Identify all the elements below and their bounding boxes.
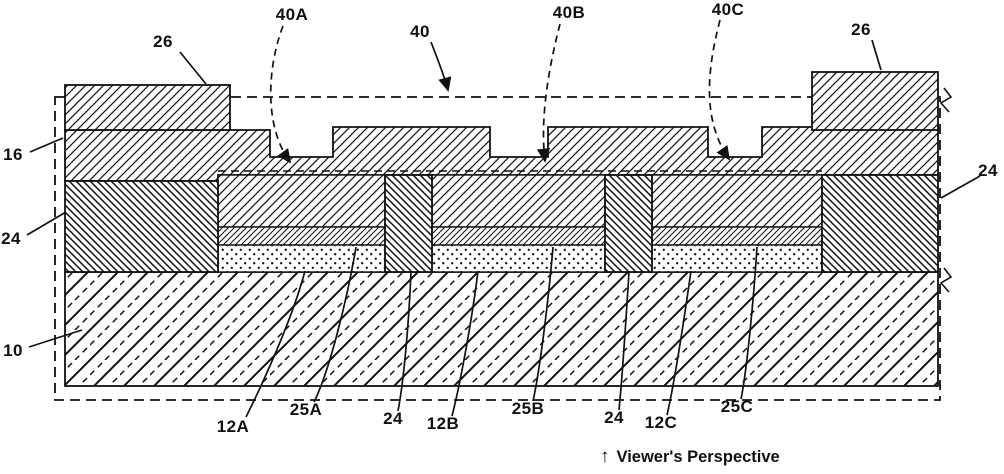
- recess-40a-region: [217, 174, 386, 228]
- leader-25b: [532, 246, 554, 402]
- block-24-left-region: [64, 180, 219, 273]
- via-24-mid1-region: [384, 174, 433, 273]
- block-26-left-region: [64, 84, 231, 131]
- leader-25c: [740, 246, 758, 400]
- label-26-left: 26: [153, 32, 173, 51]
- leader-40a: [269, 25, 292, 164]
- block-26-right-region: [811, 71, 939, 131]
- leader-lines: [26, 19, 981, 418]
- layer-16-region: [64, 126, 939, 182]
- strip-12a-region: [217, 244, 386, 273]
- label-40b: 40B: [552, 3, 586, 22]
- strip-12c-region: [651, 244, 823, 273]
- leader-24-mid2: [618, 271, 630, 411]
- caption-text: Viewer's Perspective: [616, 448, 780, 466]
- leader-12b: [451, 270, 479, 417]
- break-mark-bottom: [939, 267, 953, 293]
- leader-24-mid1: [397, 271, 412, 412]
- leader-24-left: [26, 211, 67, 236]
- label-40: 40: [410, 22, 430, 41]
- label-25b: 25B: [511, 399, 545, 418]
- leader-16: [29, 137, 64, 153]
- label-12c: 12C: [644, 413, 678, 432]
- label-24-left: 24: [1, 229, 21, 248]
- leader-26-left: [179, 51, 207, 85]
- leader-26-right: [871, 39, 882, 71]
- leader-12c: [666, 270, 692, 416]
- break-mark-top: [939, 87, 953, 113]
- recess-40c-region: [651, 174, 823, 228]
- label-10: 10: [3, 341, 23, 360]
- label-16: 16: [3, 145, 23, 164]
- block-24-right-region: [821, 174, 939, 273]
- strip-25c-region: [651, 226, 823, 246]
- viewer-perspective-caption: ↑ Viewer's Perspective: [600, 447, 780, 467]
- leader-10: [28, 329, 83, 348]
- label-40c: 40C: [711, 0, 745, 19]
- recess-40b-region: [431, 174, 606, 228]
- leader-40b: [536, 23, 561, 163]
- leader-24-right: [940, 175, 981, 199]
- label-40a: 40A: [275, 5, 309, 24]
- label-25a: 25A: [289, 400, 323, 419]
- strip-25a-region: [217, 226, 386, 246]
- outer-dashed-boundary: [54, 96, 941, 401]
- label-24-mid1: 24: [383, 409, 403, 428]
- label-26-right: 26: [851, 20, 871, 39]
- leader-12a: [245, 270, 306, 418]
- up-arrow-icon: ↑: [600, 446, 610, 467]
- leader-40c: [708, 19, 731, 161]
- label-24-right: 24: [978, 161, 998, 180]
- leader-25a: [313, 246, 357, 403]
- strip-25b-region: [431, 226, 606, 246]
- via-24-mid2-region: [604, 174, 653, 273]
- label-12b: 12B: [426, 414, 460, 433]
- strip-12b-region: [431, 244, 606, 273]
- substrate-10-region: [64, 271, 939, 387]
- label-24-mid2: 24: [604, 408, 624, 427]
- leader-40: [430, 41, 452, 92]
- label-25c: 25C: [720, 397, 754, 416]
- label-12a: 12A: [216, 417, 250, 436]
